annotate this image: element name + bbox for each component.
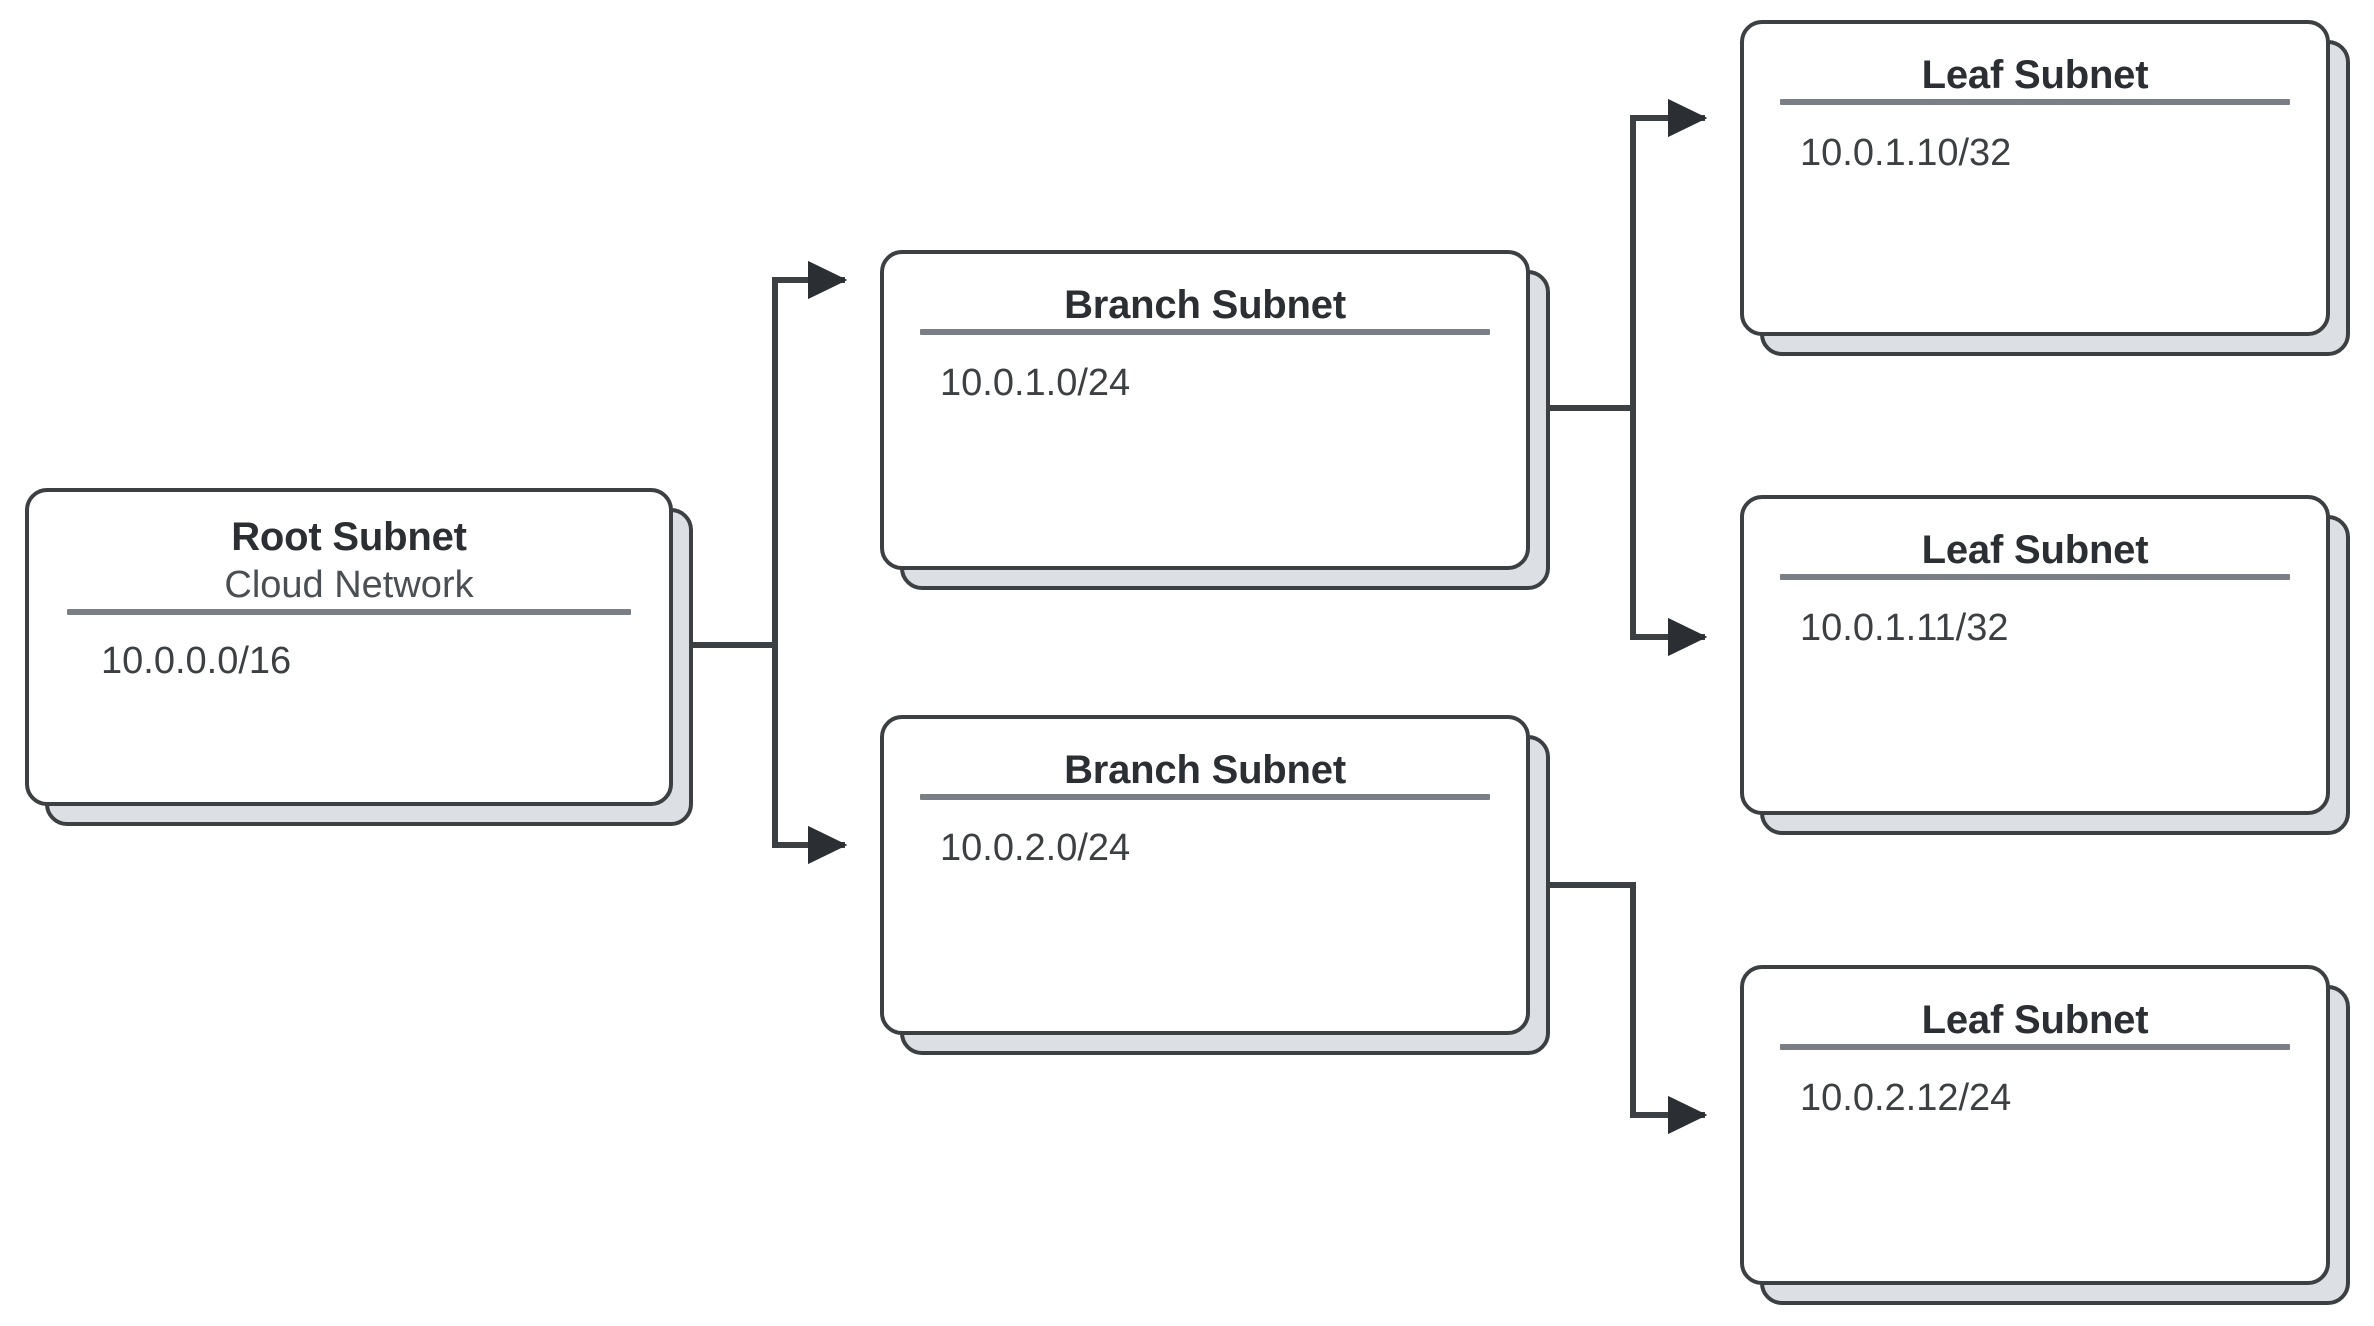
card-divider: [1780, 1044, 2290, 1051]
edge-branch-1-to-leaf-2: [1531, 882, 1708, 1135]
card-header: Leaf Subnet: [1744, 24, 2326, 99]
node-subtitle: Cloud Network: [224, 564, 474, 607]
node-cidr: 10.0.2.12/24: [1800, 1077, 2012, 1120]
edge-branch-0-to-leaf-0: [1531, 98, 1708, 411]
card-body: 10.0.1.0/24: [884, 335, 1526, 566]
node-leaf-subnet-3[interactable]: Leaf Subnet 10.0.2.12/24: [1740, 965, 2350, 1305]
node-branch-subnet-2[interactable]: Branch Subnet 10.0.2.0/24: [880, 715, 1550, 1055]
card-leaf-subnet-2[interactable]: Leaf Subnet 10.0.1.11/32: [1740, 495, 2330, 815]
card-header: Leaf Subnet: [1744, 499, 2326, 574]
node-cidr: 10.0.1.0/24: [940, 362, 1131, 405]
node-branch-subnet-1[interactable]: Branch Subnet 10.0.1.0/24: [880, 250, 1550, 590]
node-title: Leaf Subnet: [1921, 528, 2149, 572]
node-cidr: 10.0.1.11/32: [1800, 607, 2009, 650]
card-body: 10.0.1.10/32: [1744, 105, 2326, 332]
node-title: Leaf Subnet: [1921, 53, 2149, 97]
node-leaf-subnet-2[interactable]: Leaf Subnet 10.0.1.11/32: [1740, 495, 2350, 835]
card-leaf-subnet-1[interactable]: Leaf Subnet 10.0.1.10/32: [1740, 20, 2330, 336]
node-cidr: 10.0.2.0/24: [940, 827, 1131, 870]
card-header: Branch Subnet: [884, 719, 1526, 794]
node-title: Leaf Subnet: [1921, 998, 2149, 1042]
card-header: Root Subnet Cloud Network: [29, 492, 669, 609]
node-leaf-subnet-1[interactable]: Leaf Subnet 10.0.1.10/32: [1740, 20, 2350, 356]
card-leaf-subnet-3[interactable]: Leaf Subnet 10.0.2.12/24: [1740, 965, 2330, 1285]
card-divider: [1780, 574, 2290, 581]
edge-root-to-branch-1: [673, 642, 848, 865]
node-title: Branch Subnet: [1064, 748, 1346, 792]
card-divider: [67, 608, 631, 615]
card-branch-subnet-2[interactable]: Branch Subnet 10.0.2.0/24: [880, 715, 1530, 1035]
node-title: Branch Subnet: [1064, 283, 1346, 327]
edge-branch-0-to-leaf-1: [1531, 405, 1708, 657]
card-header: Leaf Subnet: [1744, 969, 2326, 1044]
card-divider: [1780, 99, 2290, 106]
node-root-subnet[interactable]: Root Subnet Cloud Network 10.0.0.0/16: [25, 488, 693, 826]
card-divider: [920, 794, 1490, 801]
node-cidr: 10.0.0.0/16: [101, 639, 292, 682]
card-body: 10.0.2.0/24: [884, 800, 1526, 1031]
node-cidr: 10.0.1.10/32: [1800, 132, 2012, 175]
card-divider: [920, 329, 1490, 336]
node-title: Root Subnet: [231, 515, 467, 559]
card-body: 10.0.0.0/16: [29, 615, 669, 802]
card-branch-subnet-1[interactable]: Branch Subnet 10.0.1.0/24: [880, 250, 1530, 570]
card-body: 10.0.1.11/32: [1744, 580, 2326, 811]
card-header: Branch Subnet: [884, 254, 1526, 329]
edge-root-to-branch-0: [673, 260, 848, 648]
card-body: 10.0.2.12/24: [1744, 1050, 2326, 1281]
card-root-subnet[interactable]: Root Subnet Cloud Network 10.0.0.0/16: [25, 488, 673, 806]
